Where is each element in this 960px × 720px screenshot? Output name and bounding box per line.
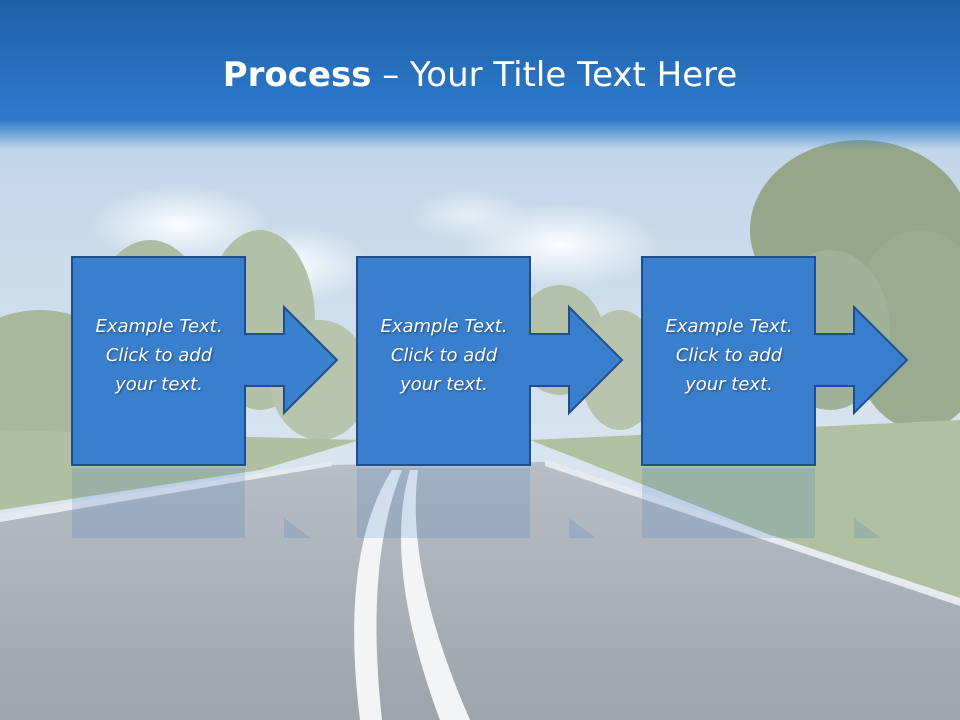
title-rest: – Your Title Text Here — [371, 55, 738, 95]
step-text[interactable]: Example Text. Click to add your text. — [641, 312, 817, 399]
process-step-2[interactable]: Example Text. Click to add your text. — [356, 256, 696, 468]
step-text-line: Example Text. — [95, 316, 223, 337]
title-bold: Process — [222, 55, 372, 95]
process-step-1[interactable]: Example Text. Click to add your text. — [71, 256, 411, 468]
step-text-line: Click to add — [390, 345, 498, 366]
arrow-right-icon — [71, 256, 339, 466]
step-text[interactable]: Example Text. Click to add your text. — [356, 312, 532, 399]
step-text-line: Click to add — [675, 345, 783, 366]
arrow-right-icon — [356, 256, 624, 466]
step-text-line: your text. — [115, 374, 203, 395]
step-text-line: Example Text. — [380, 316, 508, 337]
step-text-line: Click to add — [105, 345, 213, 366]
step-text[interactable]: Example Text. Click to add your text. — [71, 312, 247, 399]
slide-title[interactable]: Process – Your Title Text Here — [0, 52, 960, 98]
step-text-line: your text. — [685, 374, 773, 395]
step-reflection — [641, 468, 960, 538]
process-step-3[interactable]: Example Text. Click to add your text. — [641, 256, 960, 468]
title-bar — [0, 0, 960, 150]
step-text-line: Example Text. — [665, 316, 793, 337]
arrow-right-icon — [641, 256, 909, 466]
step-text-line: your text. — [400, 374, 488, 395]
step-reflection — [356, 468, 696, 538]
step-reflection — [71, 468, 411, 538]
